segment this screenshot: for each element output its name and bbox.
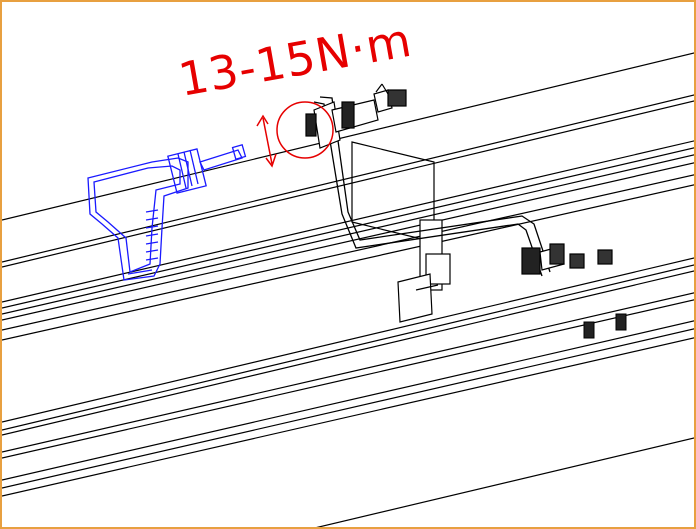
spacer-1 — [583, 321, 595, 339]
torque-annotation: 13-15N·m — [175, 13, 416, 168]
panel-line-2 — [2, 264, 694, 431]
panel-line-6 — [2, 320, 694, 481]
torque-tool-icon — [87, 144, 247, 281]
rail-line-4 — [2, 140, 694, 303]
lower-nut-left — [521, 247, 541, 275]
upper-nut-left — [305, 113, 317, 137]
tool-chuck-ring-1 — [177, 153, 187, 189]
tool-chuck-ring-2 — [183, 151, 193, 187]
clamp-foot — [397, 273, 433, 323]
tool-chuck-ring-3 — [189, 149, 199, 185]
rail-line-2 — [2, 94, 694, 263]
lower-nut-right-1 — [569, 253, 585, 269]
upper-nut-right — [387, 89, 407, 107]
upper-bolt-tip — [375, 83, 383, 93]
panel-line-5 — [2, 299, 694, 459]
strap-inner-edge — [313, 101, 543, 277]
rail-line-5 — [2, 147, 694, 309]
rail-line-8 — [2, 174, 694, 331]
strap-outer-edge — [319, 96, 551, 273]
panel-line-4 — [2, 292, 694, 453]
panel-line-3 — [2, 270, 694, 436]
tool-body-inner — [93, 165, 181, 273]
tool-bit-tip — [231, 144, 247, 160]
tool-grip-ridges — [145, 209, 159, 261]
panel-line-9 — [316, 437, 694, 527]
upper-bolt-assembly — [305, 83, 407, 149]
upper-bolt-tip-2 — [381, 83, 389, 95]
tool-base-edge — [127, 269, 153, 275]
lower-bolt-assembly — [521, 243, 613, 275]
rail-line-7 — [2, 162, 694, 321]
panel-line-1 — [2, 257, 694, 423]
clamp-block — [351, 141, 451, 323]
panel-frame-lines — [2, 257, 694, 527]
tool-chuck — [167, 148, 207, 194]
torque-highlight-circle — [276, 101, 334, 159]
upper-nut-middle — [341, 101, 355, 129]
grounding-strap — [313, 96, 551, 277]
rail-line-9 — [2, 184, 694, 341]
panel-line-8 — [2, 337, 694, 497]
upper-bolt-shank — [331, 99, 379, 133]
torque-motion-arrow — [256, 114, 277, 168]
rail-top-line — [2, 52, 694, 221]
panel-line-7 — [2, 328, 694, 489]
lower-nut-middle — [549, 243, 565, 265]
clamp-foot-edge — [415, 284, 439, 291]
lower-nut-right-2 — [597, 249, 613, 265]
spacer-2 — [615, 313, 627, 331]
rail-spacers — [583, 313, 627, 339]
rail-lines — [2, 52, 694, 341]
